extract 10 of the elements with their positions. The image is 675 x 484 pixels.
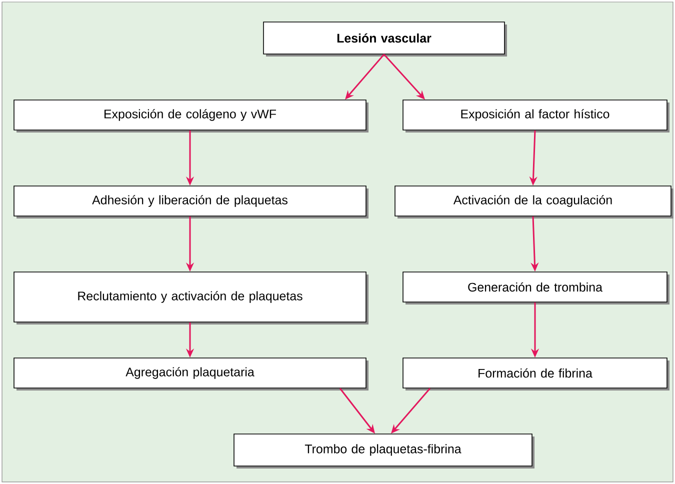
process-box: Activación de la coagulación — [394, 186, 674, 218]
process-box: Agregación plaquetaria — [14, 358, 368, 390]
process-box: Generación de trombina — [402, 272, 670, 304]
process-box: Adhesión y liberación de plaquetas — [14, 186, 368, 218]
process-box: Lesión vascular — [263, 22, 507, 56]
process-box: Exposición de colágeno y vWF — [14, 100, 368, 132]
process-box: Exposición al factor hístico — [402, 100, 670, 132]
process-box: Trombo de plaquetas-fibrina — [234, 434, 534, 468]
process-box: Formación de fibrina — [402, 358, 670, 390]
process-box: Reclutamiento y activación de plaquetas — [14, 272, 368, 324]
